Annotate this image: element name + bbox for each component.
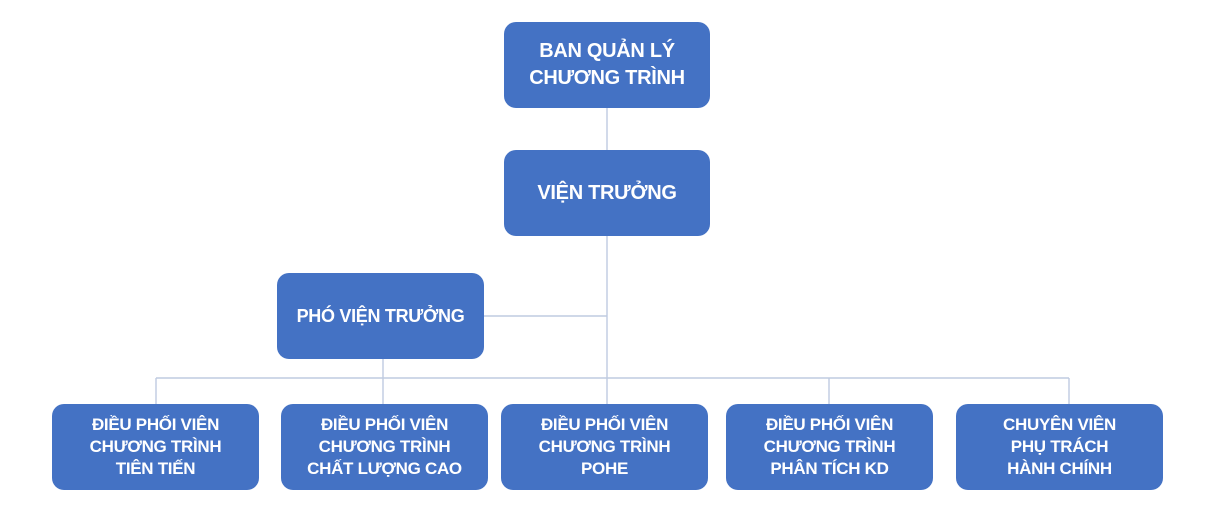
node-unit-5-line-3: HÀNH CHÍNH [1007,459,1112,478]
node-unit-2-line-1: ĐIỀU PHỐI VIÊN [320,415,449,434]
node-director: VIỆN TRƯỞNG [504,150,710,236]
node-unit-4: ĐIỀU PHỐI VIÊN CHƯƠNG TRÌNH PHÂN TÍCH KD [726,404,933,490]
node-unit-4-line-2: CHƯƠNG TRÌNH [763,437,896,456]
node-unit-4-line-3: PHÂN TÍCH KD [770,459,889,478]
node-deputy-line-1: PHÓ VIỆN TRƯỞNG [296,306,465,326]
node-unit-4-line-1: ĐIỀU PHỐI VIÊN [765,415,894,434]
node-director-line-1: VIỆN TRƯỞNG [537,181,677,204]
node-unit-2-line-3: CHẤT LƯỢNG CAO [307,459,462,478]
node-board: BAN QUẢN LÝ CHƯƠNG TRÌNH [504,22,710,108]
node-unit-3-line-2: CHƯƠNG TRÌNH [538,437,671,456]
node-board-line-1: BAN QUẢN LÝ [539,40,675,62]
node-unit-2-line-2: CHƯƠNG TRÌNH [318,437,451,456]
node-unit-1-line-3: TIÊN TIẾN [115,459,196,478]
node-unit-3: ĐIỀU PHỐI VIÊN CHƯƠNG TRÌNH POHE [501,404,708,490]
node-unit-3-line-3: POHE [581,459,628,478]
node-unit-1: ĐIỀU PHỐI VIÊN CHƯƠNG TRÌNH TIÊN TIẾN [52,404,259,490]
node-unit-1-line-1: ĐIỀU PHỐI VIÊN [91,415,220,434]
node-unit-1-line-2: CHƯƠNG TRÌNH [89,437,222,456]
node-unit-2: ĐIỀU PHỐI VIÊN CHƯƠNG TRÌNH CHẤT LƯỢNG C… [281,404,488,490]
node-unit-3-line-1: ĐIỀU PHỐI VIÊN [540,415,669,434]
node-unit-5-line-1: CHUYÊN VIÊN [1003,415,1116,434]
node-deputy: PHÓ VIỆN TRƯỞNG [277,273,484,359]
node-unit-5-line-2: PHỤ TRÁCH [1010,437,1109,456]
node-unit-5: CHUYÊN VIÊN PHỤ TRÁCH HÀNH CHÍNH [956,404,1163,490]
node-board-line-2: CHƯƠNG TRÌNH [529,67,685,89]
